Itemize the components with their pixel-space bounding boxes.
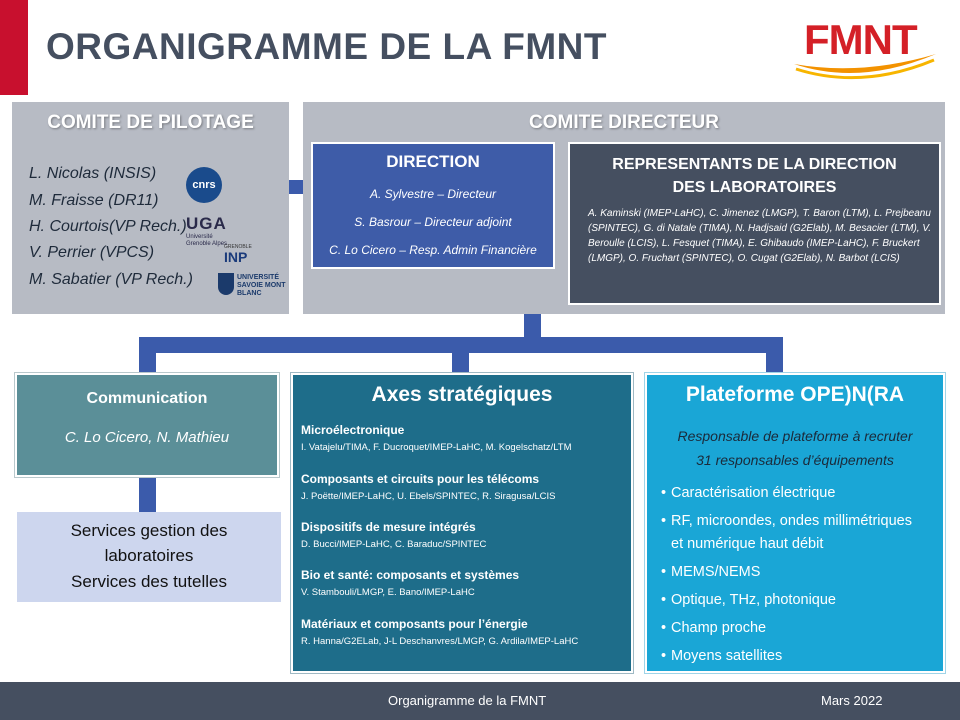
services-box: Services gestion des laboratoires Servic… xyxy=(17,512,281,602)
plateforme-item: •RF, microondes, ondes millimétriques xyxy=(661,513,912,529)
representants-title: REPRESENTANTS DE LA DIRECTION DES LABORA… xyxy=(570,153,939,199)
plateforme-item: •Optique, THz, photonique xyxy=(661,592,836,608)
axe-title: Dispositifs de mesure intégrés xyxy=(301,520,476,534)
representants-title-line: DES LABORATOIRES xyxy=(672,179,837,196)
plateforme-subtitle: 31 responsables d’équipements xyxy=(696,452,894,468)
communication-title: Communication xyxy=(86,390,208,407)
comite-directeur-title: COMITE DIRECTEUR xyxy=(529,112,719,133)
accent-bar xyxy=(0,0,28,95)
plateforme-item-label: RF, microondes, ondes millimétriques xyxy=(671,513,912,529)
plateforme-item-continued: et numérique haut débit xyxy=(671,536,824,552)
comite-pilotage-title: COMITE DE PILOTAGE xyxy=(47,112,254,133)
axe-members: R. Hanna/G2ELab, J-L Deschanvres/LMGP, G… xyxy=(301,636,579,647)
pilotage-member: M. Sabatier (VP Rech.) xyxy=(29,271,193,288)
communication-box: Communication C. Lo Cicero, N. Mathieu xyxy=(15,373,279,477)
plateforme-item-label: Moyens satellites xyxy=(671,648,783,664)
axe-title: Composants et circuits pour les télécoms xyxy=(301,472,540,486)
plateforme-title: Plateforme OPE)N(RA xyxy=(685,383,905,406)
uga-logo: UGA Université Grenoble Alpes xyxy=(186,214,236,247)
fmnt-logo: FMNT xyxy=(790,14,940,84)
pilotage-member: M. Fraisse (DR11) xyxy=(29,192,159,209)
plateforme-item-label: Champ proche xyxy=(671,620,767,636)
connector xyxy=(289,180,303,194)
uga-logo-subtext: Université Grenoble Alpes xyxy=(186,234,228,247)
bullet-icon: • xyxy=(661,620,667,636)
axe-title: Microélectronique xyxy=(301,423,405,437)
axe-members: I. Vatajelu/TIMA, F. Ducroquet/IMEP-LaHC… xyxy=(301,442,572,453)
representants-title-line: REPRESENTANTS DE LA DIRECTION xyxy=(612,156,897,173)
axes-strategiques-box: Axes stratégiques Microélectronique I. V… xyxy=(291,373,633,673)
plateforme-item-label: Caractérisation électrique xyxy=(671,485,836,501)
inp-logo-top: GRENOBLE xyxy=(224,244,252,250)
uga-logo-text: UGA xyxy=(186,214,227,233)
connector xyxy=(139,477,156,512)
plateforme-item: •Champ proche xyxy=(661,620,766,636)
comite-pilotage-box: COMITE DE PILOTAGE L. Nicolas (INSIS) M.… xyxy=(12,102,289,314)
connector xyxy=(139,337,156,373)
services-line: Services gestion des xyxy=(70,521,228,540)
axe-members: D. Bucci/IMEP-LaHC, C. Baraduc/SPINTEC xyxy=(301,539,487,550)
direction-title: DIRECTION xyxy=(386,152,480,171)
axe-members: J. Poëtte/IMEP-LaHC, U. Ebels/SPINTEC, R… xyxy=(301,491,556,502)
logo-swoosh-icon xyxy=(794,54,936,80)
footer-title: Organigramme de la FMNT xyxy=(388,693,547,708)
bullet-icon: • xyxy=(661,485,667,501)
services-line: Services des tutelles xyxy=(71,572,227,591)
pilotage-member: V. Perrier (VPCS) xyxy=(29,244,155,261)
logo-text: FMNT xyxy=(804,16,918,63)
cnrs-logo: cnrs xyxy=(186,167,222,203)
page-title: ORGANIGRAMME DE LA FMNT xyxy=(46,26,607,67)
bullet-icon: • xyxy=(661,648,667,664)
bullet-icon: • xyxy=(661,513,667,529)
inp-logo-text: INP xyxy=(224,249,248,265)
bullet-icon: • xyxy=(661,564,667,580)
pilotage-member: L. Nicolas (INSIS) xyxy=(29,165,157,182)
plateforme-item: •Moyens satellites xyxy=(661,648,782,664)
grenoble-inp-logo: GRENOBLE INP xyxy=(224,244,264,266)
bullet-icon: • xyxy=(661,592,667,608)
plateforme-subtitle: Responsable de plateforme à recruter xyxy=(677,428,913,444)
direction-member: A. Sylvestre – Directeur xyxy=(369,187,497,201)
axes-title: Axes stratégiques xyxy=(371,383,553,406)
connector xyxy=(766,337,783,373)
axe-title: Matériaux et composants pour l’énergie xyxy=(301,617,528,631)
connector xyxy=(452,337,469,373)
usmb-shield-icon xyxy=(218,273,234,295)
footer-date: Mars 2022 xyxy=(821,693,883,708)
representants-box: REPRESENTANTS DE LA DIRECTION DES LABORA… xyxy=(568,142,941,305)
services-line: laboratoires xyxy=(104,546,194,565)
plateforme-item: •Caractérisation électrique xyxy=(661,485,835,501)
direction-box: DIRECTION A. Sylvestre – Directeur S. Ba… xyxy=(311,142,555,269)
plateforme-item-label: Optique, THz, photonique xyxy=(671,592,836,608)
pilotage-member: H. Courtois(VP Rech.) xyxy=(29,218,187,235)
communication-members: C. Lo Cicero, N. Mathieu xyxy=(64,429,230,446)
plateforme-box: Plateforme OPE)N(RA Responsable de plate… xyxy=(645,373,945,673)
footer-bar: Organigramme de la FMNT Mars 2022 xyxy=(0,682,960,720)
direction-member: C. Lo Cicero – Resp. Admin Financière xyxy=(329,243,537,257)
axe-members: V. Stambouli/LMGP, E. Bano/IMEP-LaHC xyxy=(301,587,475,598)
axe-title: Bio et santé: composants et systèmes xyxy=(301,568,520,582)
usmb-logo: UNIVERSITÉ SAVOIE MONT BLANC xyxy=(218,272,290,300)
direction-member: S. Basrour – Directeur adjoint xyxy=(354,215,512,229)
plateforme-item-label: MEMS/NEMS xyxy=(671,564,761,580)
usmb-logo-text: UNIVERSITÉ SAVOIE MONT BLANC xyxy=(237,274,286,297)
plateforme-item: •MEMS/NEMS xyxy=(661,564,760,580)
representants-list: A. Kaminski (IMEP-LaHC), C. Jimenez (LMG… xyxy=(588,208,932,264)
